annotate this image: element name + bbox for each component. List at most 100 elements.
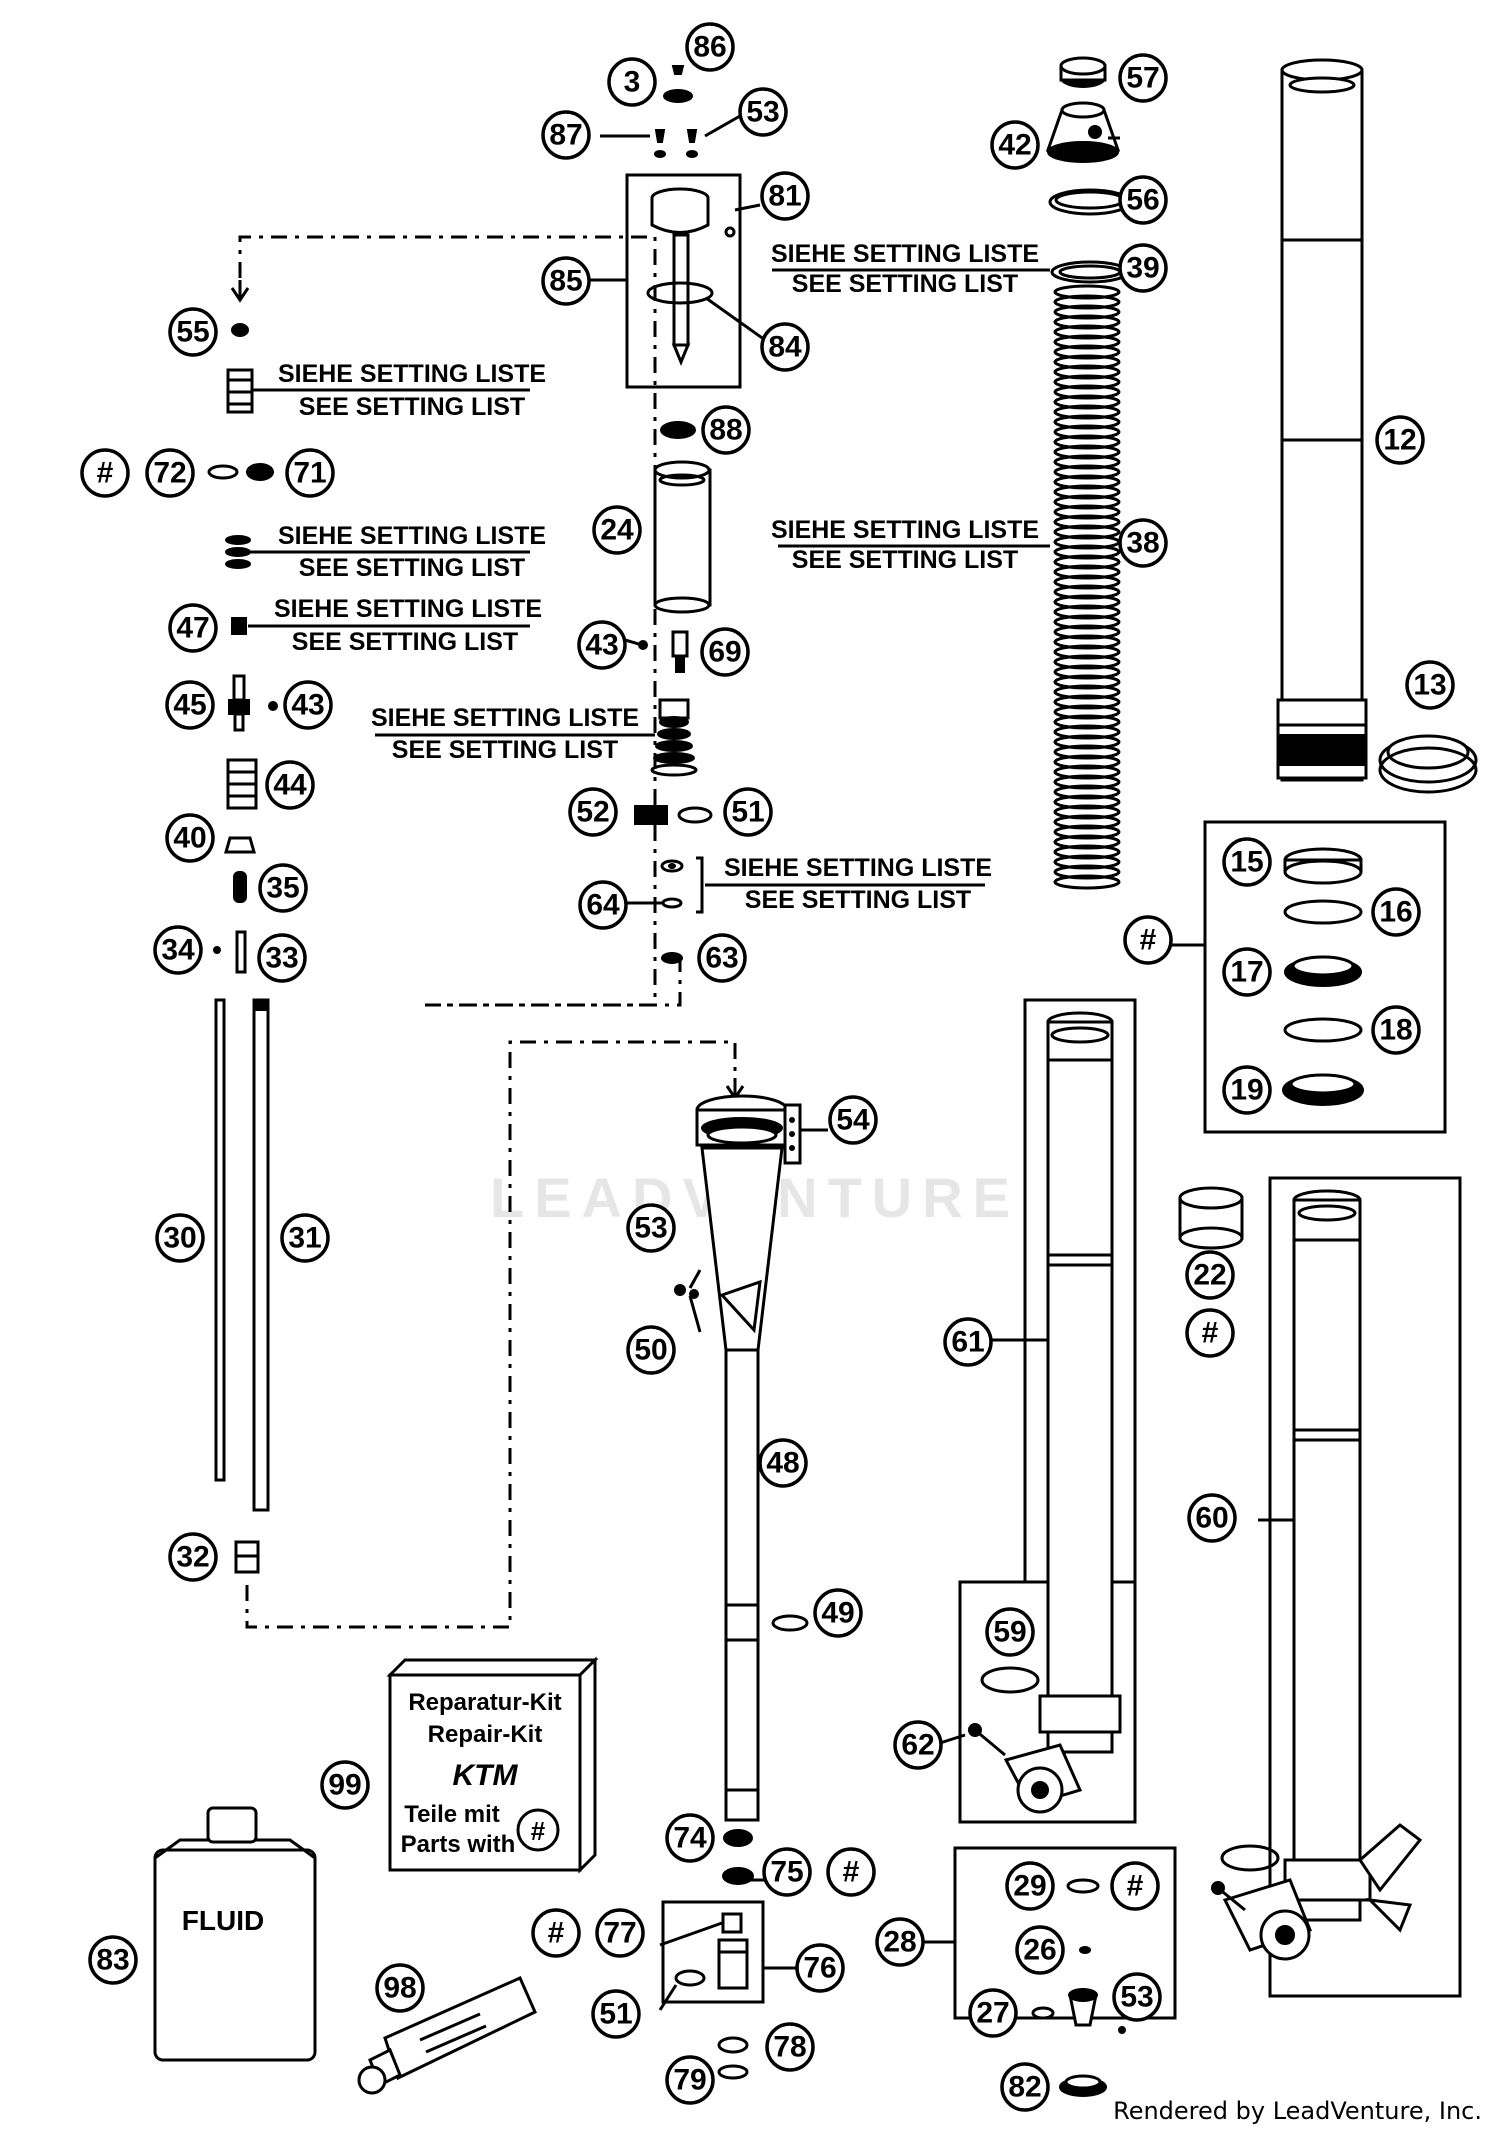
washer-82 — [1059, 2074, 1107, 2097]
svg-text:44: 44 — [273, 769, 307, 802]
valve-kit-box-28 — [953, 1846, 1177, 2020]
clip-54 — [783, 1103, 828, 1165]
svg-text:12: 12 — [1383, 424, 1416, 457]
svg-text:SEE SETTING LIST: SEE SETTING LIST — [792, 270, 1018, 298]
spring-coil — [1053, 814, 1121, 830]
callout-86: 86 — [685, 22, 735, 72]
svg-text:82: 82 — [1008, 2071, 1041, 2104]
svg-text:38: 38 — [1126, 527, 1159, 560]
spring-coil — [1053, 714, 1121, 730]
callout-50: 50 — [626, 1325, 676, 1375]
svg-text:3: 3 — [624, 66, 641, 99]
svg-text:84: 84 — [768, 331, 802, 364]
svg-text:SIEHE SETTING LISTE: SIEHE SETTING LISTE — [278, 522, 546, 550]
callout-85: 85 — [541, 256, 591, 306]
spring-44 — [226, 758, 258, 810]
callout-74: 74 — [665, 1813, 715, 1863]
valve-45 — [228, 674, 278, 732]
svg-text:47: 47 — [176, 612, 209, 645]
svg-text:#: # — [843, 1856, 860, 1889]
note-shims-64: SIEHE SETTING LISTE SEE SETTING LIST — [724, 854, 992, 914]
spring-coil — [1053, 394, 1121, 410]
callout-27: 27 — [968, 1988, 1018, 2038]
callout-56: 56 — [1118, 175, 1168, 225]
spring-coil — [1053, 514, 1121, 530]
spring-coil — [1053, 544, 1121, 560]
fork-spring-38 — [1052, 284, 1122, 890]
spring-coil — [1053, 754, 1121, 770]
spring-coil — [1053, 404, 1121, 420]
svg-text:35: 35 — [266, 872, 299, 905]
callout-63: 63 — [697, 933, 747, 983]
setting-notes: SIEHE SETTING LISTE SEE SETTING LIST SIE… — [274, 240, 1050, 914]
callout-17: 17 — [1222, 947, 1272, 997]
svg-text:53: 53 — [634, 1212, 667, 1245]
callout-45: 45 — [165, 680, 215, 730]
spring-coil — [1053, 564, 1121, 580]
svg-text:SIEHE SETTING LISTE: SIEHE SETTING LISTE — [771, 240, 1039, 268]
callout-61: 61 — [943, 1317, 993, 1367]
spring-coil — [1053, 654, 1121, 670]
callout-43-mid: 43 — [577, 620, 627, 670]
svg-text:85: 85 — [549, 265, 582, 298]
svg-text:31: 31 — [288, 1222, 321, 1255]
base-valve-box-76 — [661, 1900, 765, 2004]
svg-text:34: 34 — [161, 934, 195, 967]
callout-3: 3 — [607, 57, 657, 107]
callout-15: 15 — [1222, 837, 1272, 887]
svg-text:SIEHE SETTING LISTE: SIEHE SETTING LISTE — [274, 595, 542, 623]
kit-line-3: Teile mit — [404, 1801, 500, 1828]
svg-text:79: 79 — [673, 2064, 706, 2097]
svg-text:#: # — [548, 1917, 565, 1950]
callout-31: 31 — [280, 1213, 330, 1263]
callout-hash-72: # — [80, 448, 130, 498]
cartridge-plug-85 — [650, 187, 710, 366]
seal-17 — [1284, 955, 1362, 987]
spring-coil — [1053, 624, 1121, 640]
svg-text:SEE SETTING LIST: SEE SETTING LIST — [745, 886, 971, 914]
svg-text:74: 74 — [673, 1822, 707, 1855]
kit-line-2: Repair-Kit — [428, 1721, 543, 1748]
washers-72-71 — [207, 463, 274, 481]
svg-text:26: 26 — [1023, 1934, 1056, 1967]
o-ring-59 — [980, 1666, 1040, 1694]
svg-text:SIEHE SETTING LISTE: SIEHE SETTING LISTE — [278, 360, 546, 388]
callout-28: 28 — [875, 1917, 925, 1967]
svg-text:81: 81 — [768, 180, 801, 213]
callout-18: 18 — [1371, 1005, 1421, 1055]
damper-cartridge-48 — [695, 1094, 789, 1822]
callout-60: 60 — [1187, 1493, 1237, 1543]
nut-32 — [234, 1540, 260, 1574]
svg-text:SEE SETTING LIST: SEE SETTING LIST — [292, 628, 518, 656]
callout-48: 48 — [758, 1438, 808, 1488]
svg-text:SIEHE SETTING LISTE: SIEHE SETTING LISTE — [771, 516, 1039, 544]
callout-81: 81 — [760, 171, 810, 221]
spring-stack-left — [226, 368, 254, 414]
spring-coil — [1053, 344, 1121, 360]
cap-22 — [1178, 1186, 1244, 1250]
callout-35: 35 — [258, 863, 308, 913]
note-left-2: SIEHE SETTING LISTE SEE SETTING LIST — [278, 522, 546, 582]
svg-text:SEE SETTING LIST: SEE SETTING LIST — [299, 554, 525, 582]
spring-coil — [1053, 414, 1121, 430]
svg-text:SEE SETTING LIST: SEE SETTING LIST — [792, 546, 1018, 574]
spring-coil — [1053, 444, 1121, 460]
callout-98: 98 — [375, 1963, 425, 2013]
washers-78-79 — [717, 2036, 749, 2080]
svg-text:24: 24 — [600, 514, 634, 547]
spring-coil — [1053, 304, 1121, 320]
spring-coil — [1053, 724, 1121, 740]
svg-text:51: 51 — [599, 1998, 632, 2031]
spring-coil — [1053, 314, 1121, 330]
ring-16 — [1283, 899, 1363, 925]
o-ring-84 — [646, 281, 714, 305]
svg-text:SEE SETTING LIST: SEE SETTING LIST — [392, 736, 618, 764]
ball-53-50 — [674, 1284, 699, 1299]
spring-coil — [1053, 334, 1121, 350]
spring-coil — [1053, 864, 1121, 880]
svg-text:16: 16 — [1379, 896, 1412, 929]
assembly-path-bottom — [245, 1040, 737, 1629]
spring-seat-42 — [1045, 101, 1121, 163]
svg-text:52: 52 — [576, 796, 609, 829]
callout-38: 38 — [1118, 518, 1168, 568]
